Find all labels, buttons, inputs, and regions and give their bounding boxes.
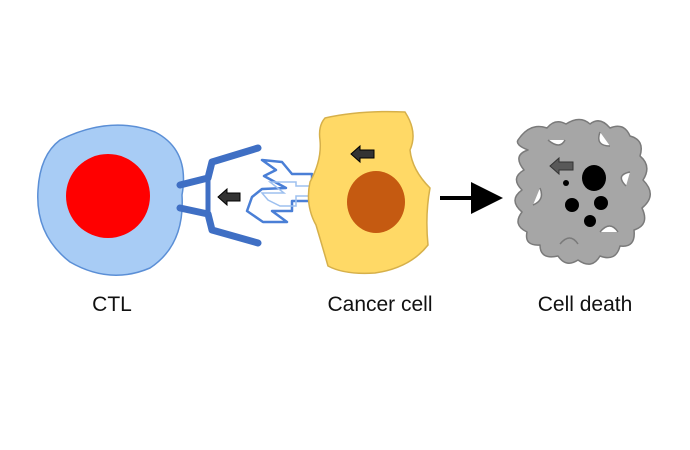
peptide-marker-dead <box>549 156 574 176</box>
granule <box>565 198 579 212</box>
granule <box>584 215 596 227</box>
t-cell-receptor <box>176 144 262 247</box>
dead-cell <box>514 118 651 265</box>
antigen-complex <box>245 158 314 224</box>
ctl-cell <box>37 124 185 276</box>
label-ctl: CTL <box>92 293 132 316</box>
granule <box>594 196 608 210</box>
peptide-marker-ctl <box>217 187 241 207</box>
peptide-marker-cancer <box>350 144 375 164</box>
dead-cell-body <box>514 118 651 265</box>
label-cancer-cell: Cancer cell <box>327 293 433 316</box>
ctl-nucleus <box>66 154 150 238</box>
cancer-cell <box>307 110 431 275</box>
cancer-nucleus <box>347 171 405 233</box>
granule-small <box>563 180 569 186</box>
label-cell-death: Cell death <box>537 293 633 316</box>
granule-large <box>582 165 606 191</box>
